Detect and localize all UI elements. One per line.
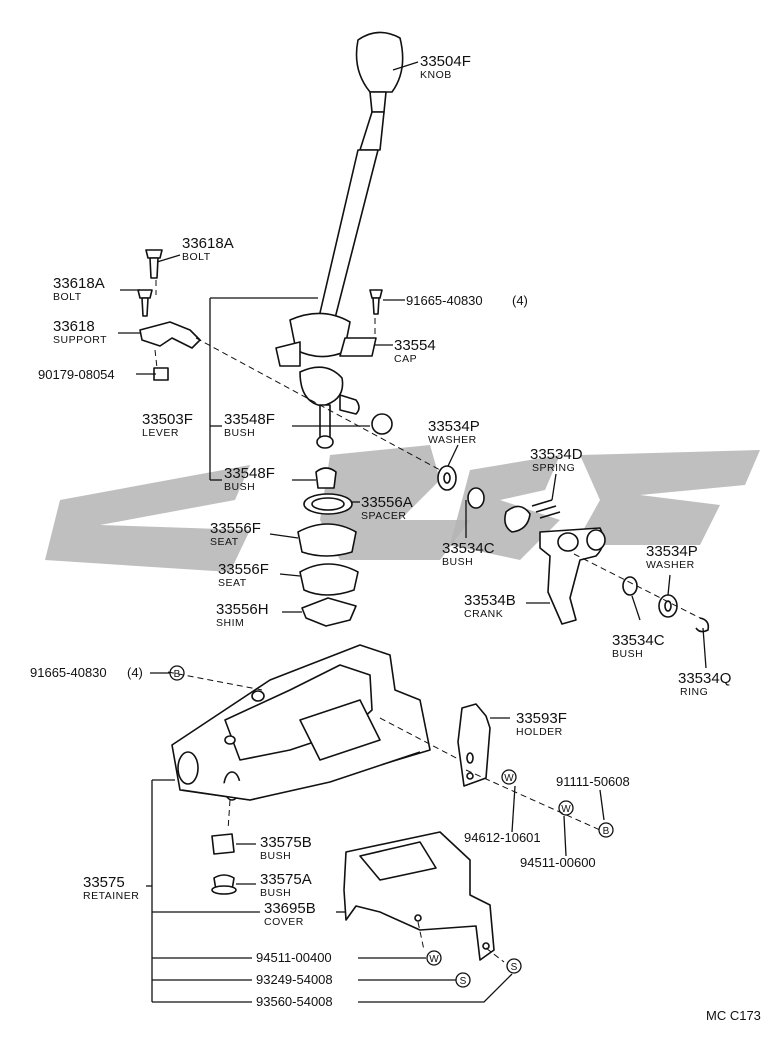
part-number-crank: 33534B xyxy=(464,592,516,609)
part-number-cap-bolt: 91665-40830 xyxy=(406,293,483,308)
part-number-screw-2: 93560-54008 xyxy=(256,994,333,1009)
shift-lever-drawing xyxy=(275,31,404,449)
part-qty-retainer-bolt: (4) xyxy=(127,665,143,680)
part-qty-cap-bolt: (4) xyxy=(512,293,528,308)
lever-rod xyxy=(315,149,379,331)
part-number-bolt-lower: 33618A xyxy=(53,275,105,292)
part-name-seat-upper: SEAT xyxy=(210,536,239,548)
retainer-bushes-drawing xyxy=(211,833,237,895)
knob-shape xyxy=(355,31,404,93)
part-name-bush-c2: BUSH xyxy=(612,648,643,660)
part-name-bolt-lower: BOLT xyxy=(53,291,82,303)
part-number-washer-2: 33534P xyxy=(646,543,698,560)
part-number-holder-washer-2: 94511-00600 xyxy=(520,855,596,870)
part-number-holder-washer: 94612-10601 xyxy=(464,830,541,845)
symbol-w-circle xyxy=(501,769,517,785)
symbol-s-circle xyxy=(455,972,471,988)
part-number-cover-washer: 94511-00400 xyxy=(256,950,332,965)
part-number-screw-1: 93249-54008 xyxy=(256,972,333,987)
symbol-w-text: W xyxy=(561,804,571,815)
part-number-knob: 33504F xyxy=(420,53,471,70)
part-number-washer-1: 33534P xyxy=(428,418,480,435)
part-name-bush-lower: BUSH xyxy=(224,481,255,493)
part-labels: 33504F KNOB 33618A BOLT 33618A BOLT 3361… xyxy=(30,53,761,1023)
part-number-holder: 33593F xyxy=(516,710,567,727)
symbol-s-text: S xyxy=(511,962,518,973)
part-name-bush-c1: BUSH xyxy=(442,556,473,568)
part-number-retainer: 33575 xyxy=(83,874,125,891)
symbol-s-text: S xyxy=(460,976,467,987)
part-name-bush-upper: BUSH xyxy=(224,427,255,439)
support-and-bolts-drawing xyxy=(137,249,383,381)
part-number-support: 33618 xyxy=(53,318,95,335)
symbol-b-circle xyxy=(598,822,614,838)
part-number-spacer: 33556A xyxy=(361,494,413,511)
symbol-b-text: B xyxy=(603,826,610,837)
part-number-bush-b: 33575B xyxy=(260,834,312,851)
part-number-spring: 33534D xyxy=(530,446,583,463)
symbol-w-circle xyxy=(558,800,574,816)
part-name-spacer: SPACER xyxy=(361,510,406,522)
crank-assembly-drawing xyxy=(437,465,710,633)
diagram-code: MC C173 xyxy=(706,1008,761,1023)
part-name-washer-2: WASHER xyxy=(646,559,695,571)
symbol-w-text: W xyxy=(429,954,439,965)
part-name-spring: SPRING xyxy=(532,462,575,474)
part-number-holder-bolt: 91111-50608 xyxy=(556,774,630,789)
symbol-b-text: B xyxy=(174,669,181,680)
part-name-bush-a: BUSH xyxy=(260,887,291,899)
part-number-bolt-upper: 33618A xyxy=(182,235,234,252)
holder-drawing xyxy=(457,703,491,787)
part-number-retainer-bolt: 91665-40830 xyxy=(30,665,107,680)
part-name-holder: HOLDER xyxy=(516,726,563,738)
symbol-b-circle xyxy=(169,665,185,681)
part-name-ring: RING xyxy=(680,686,708,698)
part-name-cover: COVER xyxy=(264,916,304,928)
cover-drawing xyxy=(343,831,495,961)
watermark-logo xyxy=(45,445,760,572)
part-name-shim: SHIM xyxy=(216,617,244,629)
support-shape xyxy=(139,321,201,349)
part-name-cap: CAP xyxy=(394,353,417,365)
part-number-bush-c2: 33534C xyxy=(612,632,665,649)
lever-base xyxy=(289,312,351,358)
part-name-knob: KNOB xyxy=(420,69,452,81)
part-name-bolt-upper: BOLT xyxy=(182,251,211,263)
part-name-washer-1: WASHER xyxy=(428,434,477,446)
part-name-bush-b: BUSH xyxy=(260,850,291,862)
part-name-seat-lower: SEAT xyxy=(218,577,247,589)
part-name-lever: LEVER xyxy=(142,427,179,439)
part-number-lever: 33503F xyxy=(142,411,193,428)
part-number-shim: 33556H xyxy=(216,601,269,618)
symbol-w-text: W xyxy=(504,773,514,784)
symbol-w-circle xyxy=(426,950,442,966)
part-number-seat-lower: 33556F xyxy=(218,561,269,578)
part-name-retainer: RETAINER xyxy=(83,890,139,902)
retainer-drawing xyxy=(171,644,431,801)
part-number-nut: 90179-08054 xyxy=(38,367,115,382)
part-number-cover: 33695B xyxy=(264,900,316,917)
seat-stack-drawing xyxy=(297,413,393,627)
part-number-seat-upper: 33556F xyxy=(210,520,261,537)
cap-shape xyxy=(339,337,377,357)
part-number-bush-lower: 33548F xyxy=(224,465,275,482)
part-number-bush-c1: 33534C xyxy=(442,540,495,557)
part-number-cap: 33554 xyxy=(394,337,436,354)
part-number-bush-a: 33575A xyxy=(260,871,312,888)
part-number-bush-upper: 33548F xyxy=(224,411,275,428)
leader-lines xyxy=(118,61,707,1003)
part-name-crank: CRANK xyxy=(464,608,503,620)
part-number-ring: 33534Q xyxy=(678,670,731,687)
reference-symbols: B W W B W S S xyxy=(169,665,614,988)
symbol-s-circle xyxy=(506,958,522,974)
part-name-support: SUPPORT xyxy=(53,334,107,346)
